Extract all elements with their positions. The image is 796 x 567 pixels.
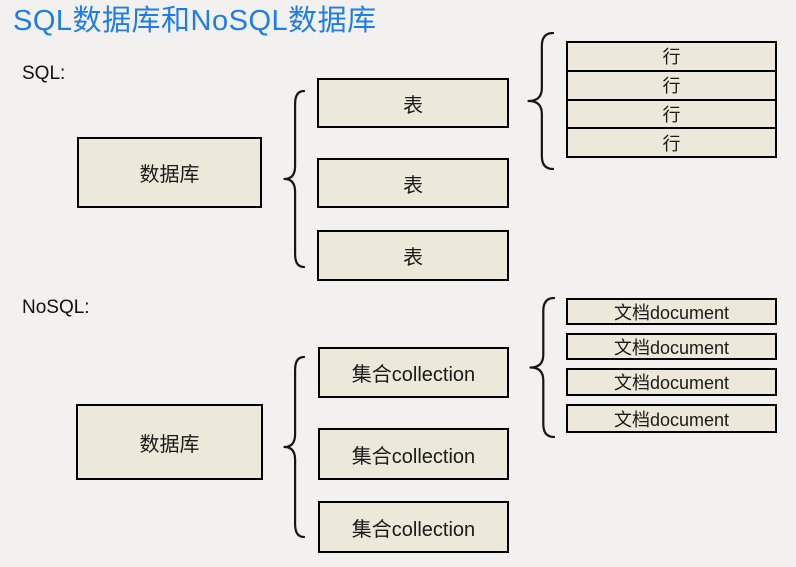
- sql-section-label: SQL:: [22, 63, 66, 84]
- nosql-section-label: NoSQL:: [22, 297, 90, 318]
- nosql-document-box-3: 文档document: [566, 368, 777, 396]
- nosql-document-box-1: 文档document: [566, 298, 777, 325]
- nosql-collection-label: 集合collection: [351, 364, 476, 386]
- nosql-document-box-2: 文档document: [566, 333, 777, 360]
- nosql-document-label: 文档document: [613, 302, 730, 323]
- sql-row-3: 行: [568, 98, 775, 128]
- sql-table-box-1: 表: [317, 78, 509, 128]
- sql-row-label: 行: [662, 133, 681, 154]
- nosql-document-label: 文档document: [613, 373, 730, 393]
- nosql-collection-box-2: 集合collection: [318, 428, 509, 480]
- sql-row-label: 行: [662, 104, 681, 125]
- sql-table-box-2: 表: [317, 158, 509, 208]
- sql-database-label: 数据库: [139, 164, 200, 186]
- nosql-database-label: 数据库: [139, 433, 200, 456]
- nosql-collection-box-1: 集合collection: [318, 347, 509, 398]
- sql-table-brace: [527, 32, 554, 170]
- slide-title: SQL数据库和NoSQL数据库: [13, 5, 377, 37]
- nosql-document-box-4: 文档document: [566, 404, 777, 433]
- sql-row-1: 行: [568, 43, 775, 70]
- sql-database-box: 数据库: [77, 137, 262, 208]
- nosql-document-label: 文档document: [613, 337, 730, 358]
- sql-table-label: 表: [403, 94, 423, 117]
- nosql-collection-label: 集合collection: [351, 445, 476, 468]
- nosql-collection-label: 集合collection: [351, 518, 476, 541]
- sql-rows-stack: 行 行 行 行: [566, 41, 777, 158]
- nosql-collection-box-3: 集合collection: [318, 501, 509, 553]
- sql-table-label: 表: [403, 174, 423, 197]
- sql-table-box-3: 表: [317, 230, 509, 281]
- nosql-database-box: 数据库: [76, 404, 263, 480]
- sql-row-label: 行: [662, 76, 681, 97]
- sql-row-4: 行: [568, 127, 775, 156]
- sql-row-2: 行: [568, 69, 775, 99]
- nosql-collection-brace: [529, 297, 555, 438]
- sql-database-brace: [283, 90, 305, 268]
- sql-row-label: 行: [662, 47, 681, 68]
- nosql-document-label: 文档document: [613, 409, 730, 430]
- sql-table-label: 表: [403, 247, 423, 269]
- nosql-database-brace: [283, 356, 305, 538]
